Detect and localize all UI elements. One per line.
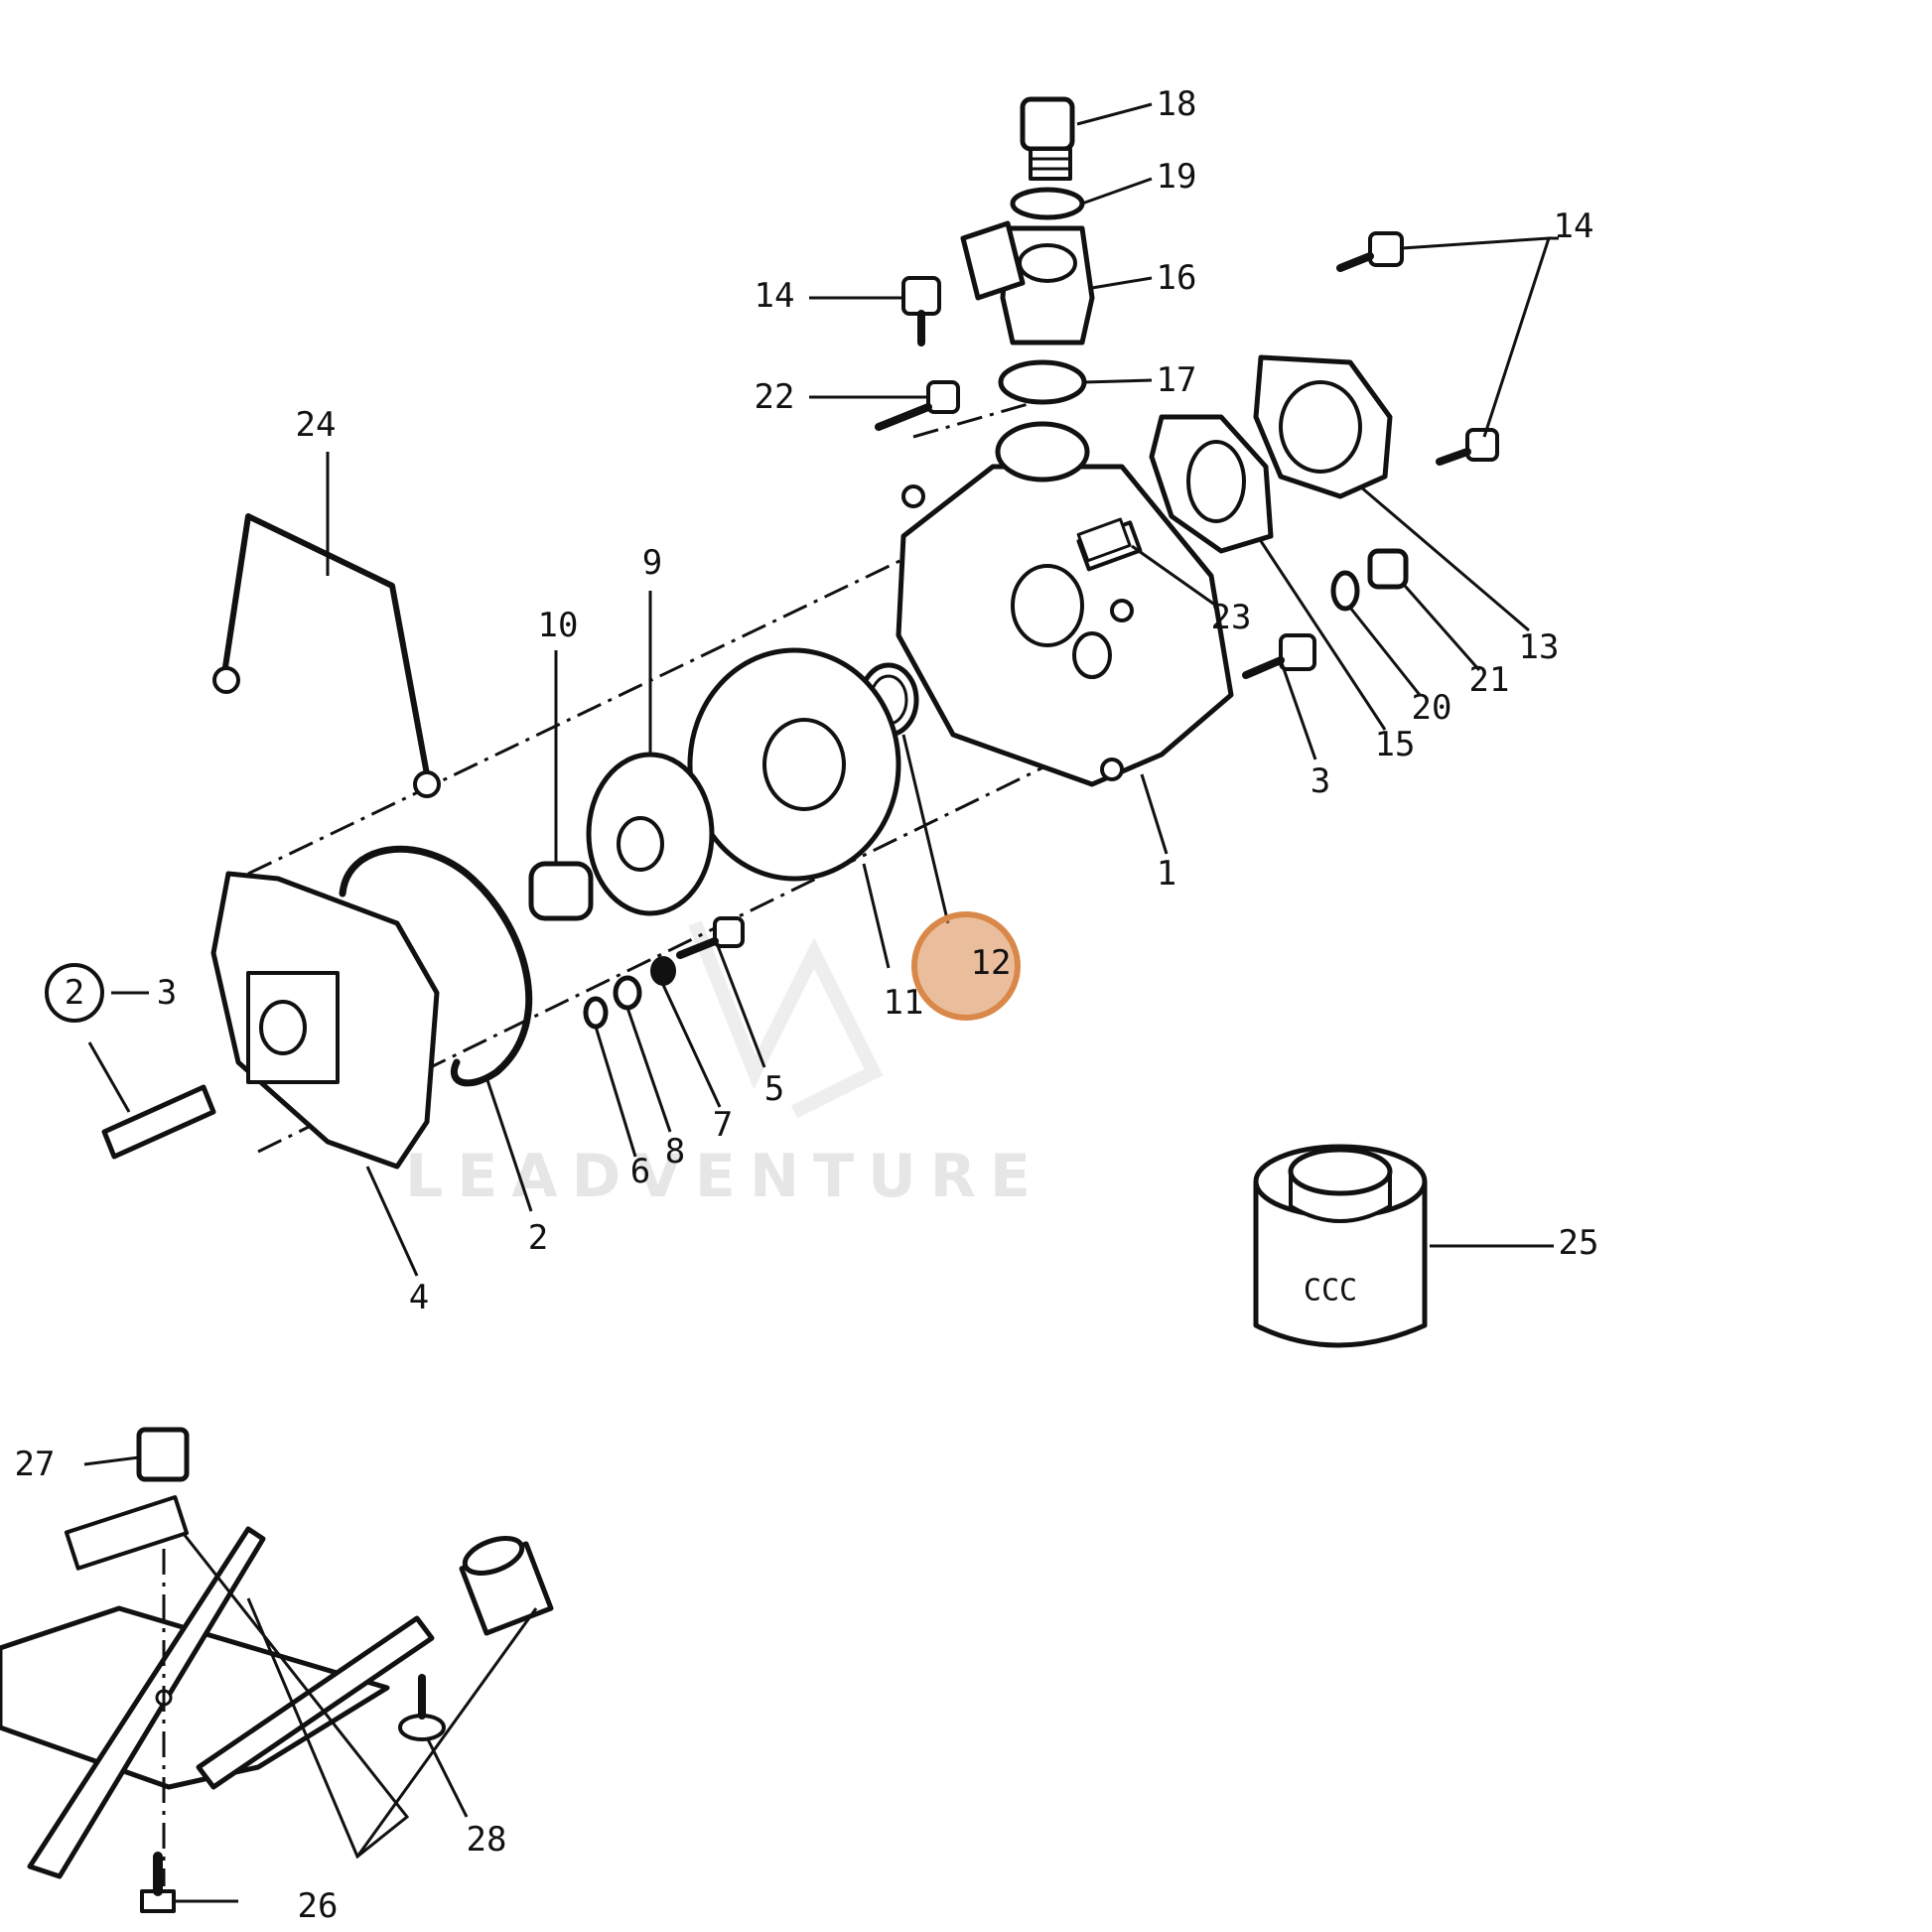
part-8-nut <box>613 975 642 1011</box>
part-25-strainer: CCC <box>1253 1144 1428 1348</box>
highlight-circle[interactable] <box>911 911 1021 1021</box>
callout-9: 9 <box>642 543 662 583</box>
part-27-nut <box>136 1427 190 1482</box>
part-3-pin-left <box>101 1084 216 1160</box>
part-24-bracket-eye-right <box>413 770 441 798</box>
callout-6: 6 <box>630 1152 650 1191</box>
callout-14-left: 14 <box>755 276 795 316</box>
callout-3-right: 3 <box>1311 761 1330 801</box>
part-11-volute <box>687 647 901 882</box>
part-24-bracket-eye-left <box>212 666 240 694</box>
part-10-plug <box>528 861 594 921</box>
part-26-bolt <box>140 1852 176 1913</box>
part-14-bolt-right-bottom <box>1436 428 1499 466</box>
callout-16: 16 <box>1157 258 1197 298</box>
part-24-bracket <box>220 513 430 777</box>
callout-1: 1 <box>1157 854 1176 894</box>
callout-10: 10 <box>538 606 579 645</box>
part-23-label-plate <box>1076 517 1132 563</box>
part-4-rear-cover <box>210 871 440 1170</box>
part-3-bolt-right <box>1242 633 1316 679</box>
part-2-o-ring <box>339 845 533 1087</box>
callout-28: 28 <box>467 1820 507 1860</box>
part-7-spring-washer <box>650 956 676 986</box>
callout-13: 13 <box>1519 627 1560 667</box>
callout-20: 20 <box>1412 688 1452 728</box>
callout-labels: 18 19 16 17 14 22 14 24 9 10 23 13 21 20… <box>15 84 1599 1926</box>
part-16-elbow-housing <box>960 220 1095 345</box>
callout-22: 22 <box>755 377 795 417</box>
callout-17: 17 <box>1157 360 1197 400</box>
part-9-impeller <box>586 752 715 916</box>
callout-4: 4 <box>409 1278 429 1317</box>
callout-8: 8 <box>665 1132 685 1172</box>
callout-15: 15 <box>1375 725 1416 764</box>
callout-7: 7 <box>713 1105 733 1145</box>
part-15-gasket <box>1149 414 1274 554</box>
callout-5: 5 <box>764 1069 784 1109</box>
callout-25: 25 <box>1559 1223 1599 1263</box>
part-19-o-ring <box>1010 187 1085 220</box>
part-14-bolt-left <box>901 276 941 346</box>
callout-23: 23 <box>1211 598 1252 637</box>
part-1-pump-housing <box>896 421 1234 787</box>
callout-2-oring: 2 <box>528 1218 548 1258</box>
callout-2-circled: 2 <box>65 973 84 1013</box>
part-17-o-ring <box>998 359 1087 405</box>
part-20-washer <box>1330 570 1360 612</box>
callout-19: 19 <box>1157 157 1197 197</box>
part-5-bolt <box>676 916 745 959</box>
callout-14-right: 14 <box>1554 207 1594 246</box>
callout-12[interactable]: 12 <box>971 943 1012 983</box>
callout-2-circle <box>45 963 104 1023</box>
highlight-marker[interactable]: 12 <box>911 911 1021 1021</box>
callout-24: 24 <box>296 405 337 445</box>
frame-assembly <box>0 1495 435 1886</box>
part-13-cover <box>1253 354 1393 499</box>
part-6-washer <box>583 996 609 1030</box>
part-21-drain-plug <box>1367 548 1409 590</box>
frame-bushing <box>459 1536 554 1636</box>
watermark-text: LEADVENTURE <box>405 1142 1044 1211</box>
part-28-screw <box>398 1674 446 1741</box>
callout-3-left: 3 <box>157 973 177 1013</box>
callout-18: 18 <box>1157 84 1197 124</box>
callout-21: 21 <box>1469 660 1510 700</box>
leader-lines <box>83 102 1559 1903</box>
part-18-fitting-cap <box>1020 96 1075 181</box>
watermark-logo <box>688 920 884 1119</box>
part-14-bolt-right-top <box>1336 231 1404 272</box>
svg-text:CCC: CCC <box>1304 1274 1357 1309</box>
callout-27: 27 <box>15 1445 56 1484</box>
callout-26: 26 <box>298 1886 339 1926</box>
part-22-bolt <box>875 380 960 431</box>
